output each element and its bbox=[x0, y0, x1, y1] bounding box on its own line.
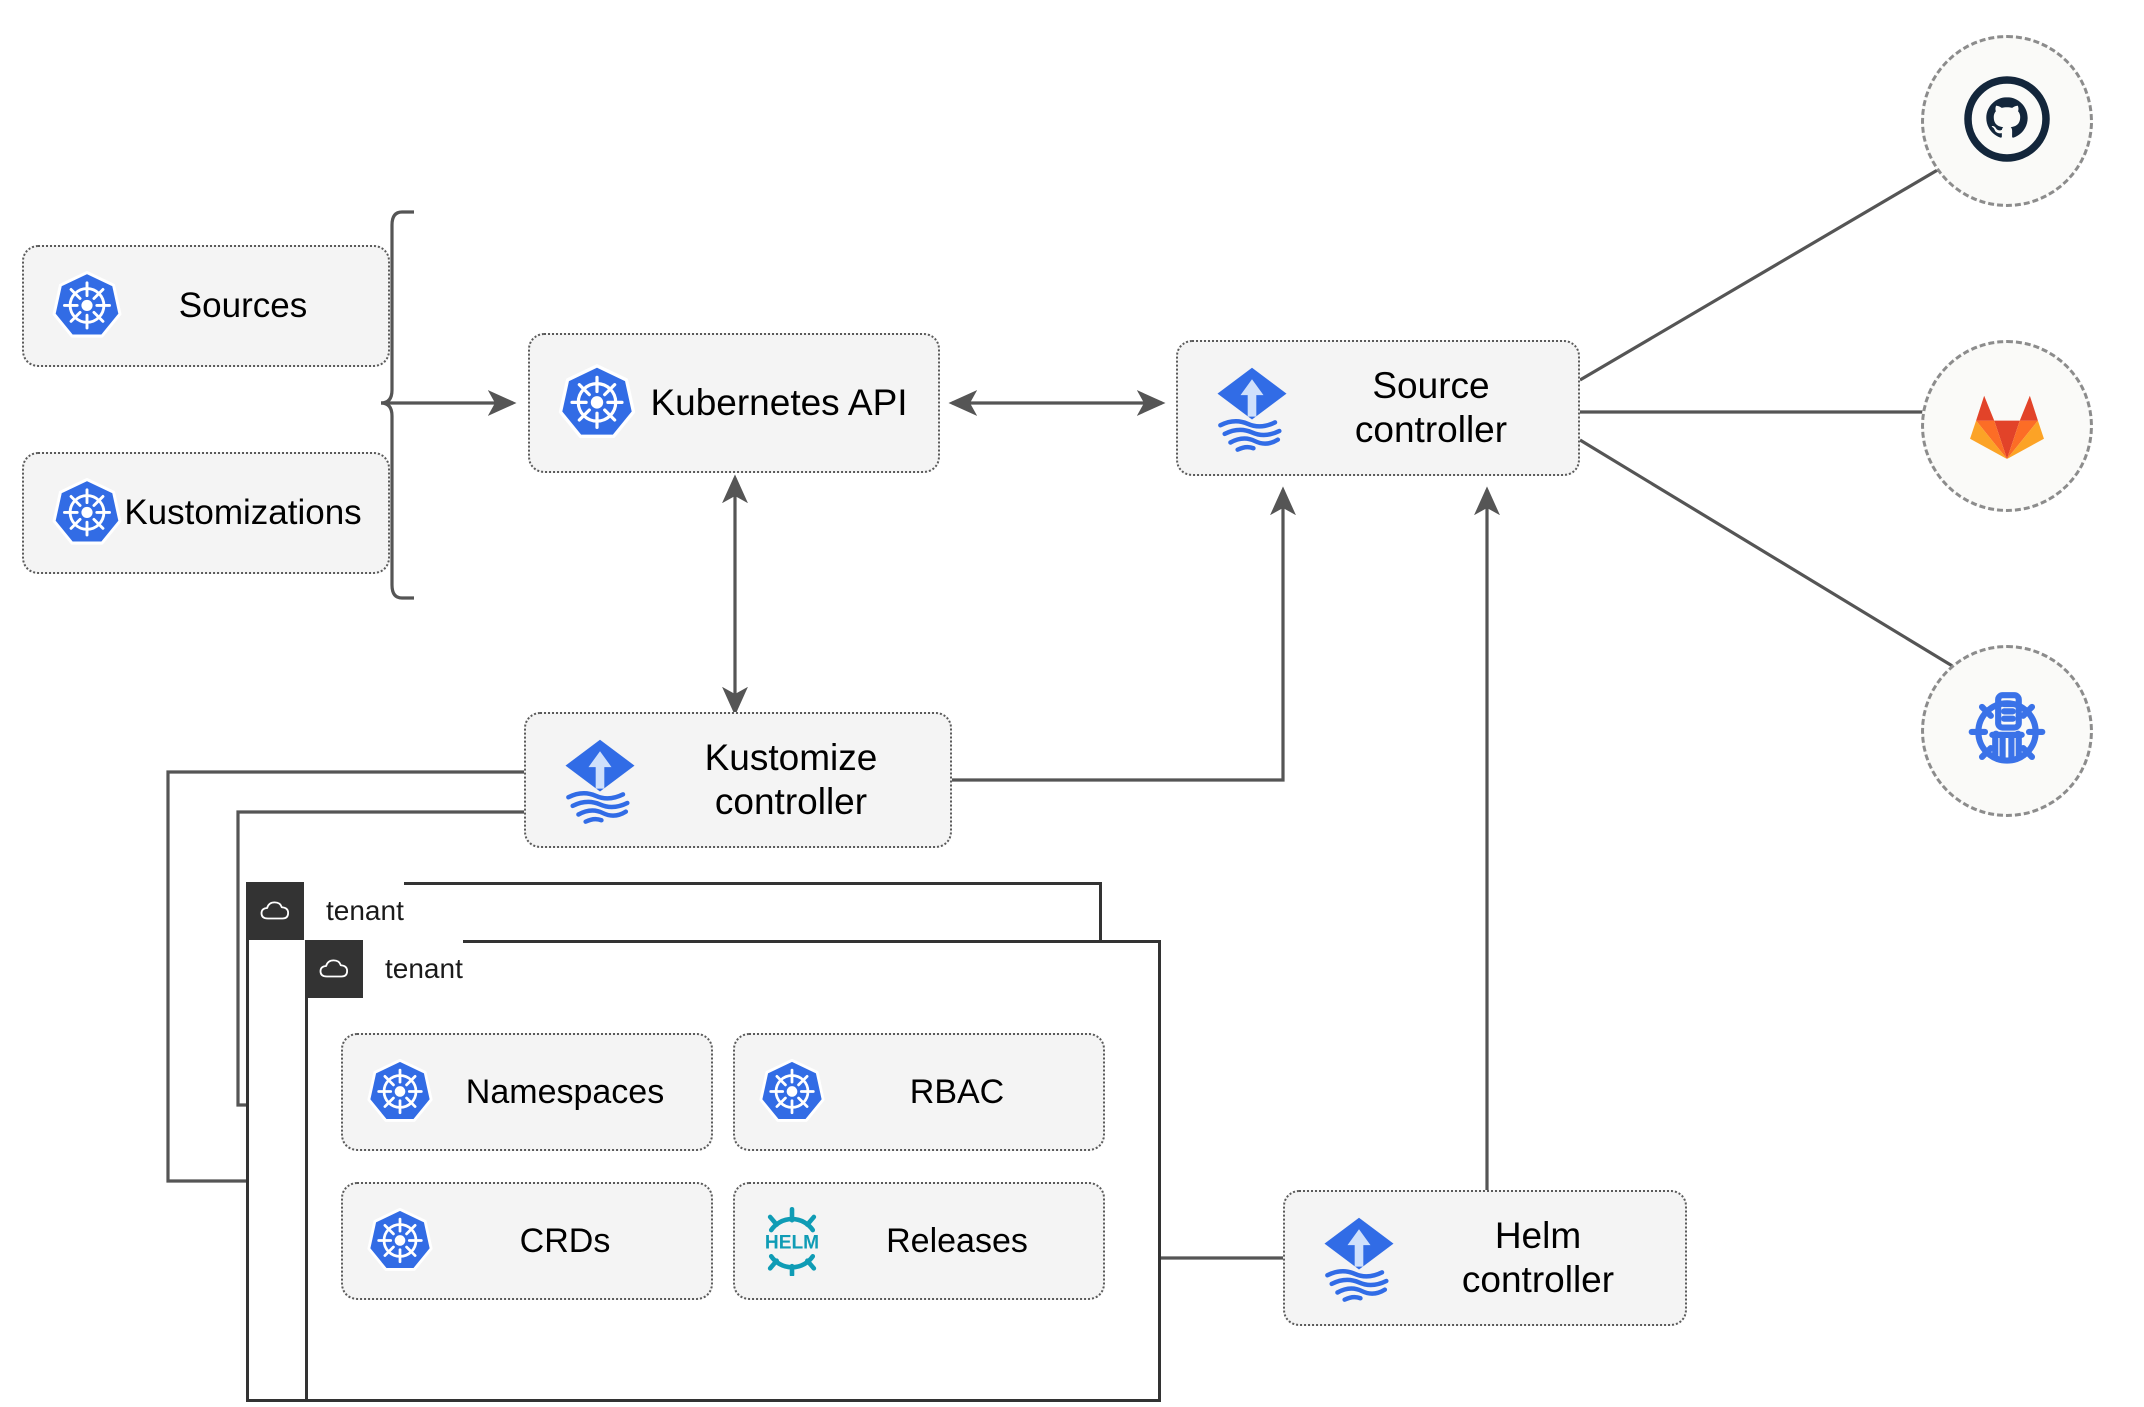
resource-label: RBAC bbox=[909, 1072, 1005, 1111]
node-label: Kustomize controller bbox=[704, 737, 878, 822]
kubernetes-icon bbox=[50, 476, 124, 550]
kubernetes-icon bbox=[556, 362, 638, 444]
kubernetes-icon bbox=[365, 1206, 435, 1276]
node-helm-controller[interactable]: Helm controller bbox=[1283, 1190, 1687, 1326]
resource-box-sources[interactable]: Sources bbox=[22, 245, 390, 367]
flux-icon bbox=[1313, 1212, 1405, 1304]
provider-bucket[interactable] bbox=[1921, 645, 2093, 817]
tenant-header-inner: tenant bbox=[305, 940, 463, 998]
node-kustomize-controller[interactable]: Kustomize controller bbox=[524, 712, 952, 848]
kubernetes-icon bbox=[50, 269, 124, 343]
resource-box-kustomizations[interactable]: Kustomizations bbox=[22, 452, 390, 574]
provider-gitlab[interactable] bbox=[1921, 340, 2093, 512]
gitlab-icon bbox=[1964, 381, 2050, 472]
resource-label: Kustomizations bbox=[124, 493, 362, 533]
resource-label: Namespaces bbox=[465, 1072, 665, 1111]
helm-bucket-icon bbox=[1960, 682, 2054, 781]
resource-label: Sources bbox=[178, 286, 308, 326]
node-kubernetes-api[interactable]: Kubernetes API bbox=[528, 333, 940, 473]
resource-label: CRDs bbox=[519, 1221, 611, 1260]
cloud-icon bbox=[246, 882, 304, 940]
flux-icon bbox=[554, 734, 646, 826]
tenant-name: tenant bbox=[304, 882, 404, 940]
resource-box-rbac[interactable]: RBAC bbox=[733, 1033, 1105, 1151]
kubernetes-icon bbox=[365, 1057, 435, 1127]
resource-box-releases[interactable]: HELM Releases bbox=[733, 1182, 1105, 1300]
node-label: Kubernetes API bbox=[650, 382, 908, 424]
cloud-icon bbox=[305, 940, 363, 998]
node-source-controller[interactable]: Source controller bbox=[1176, 340, 1580, 476]
helm-icon: HELM bbox=[757, 1206, 827, 1276]
kubernetes-icon bbox=[757, 1057, 827, 1127]
flux-icon bbox=[1206, 362, 1298, 454]
github-icon bbox=[1959, 71, 2055, 172]
resource-label: Releases bbox=[886, 1221, 1028, 1260]
tenant-frame-inner[interactable]: tenant bbox=[305, 940, 1161, 1402]
node-label: Helm controller bbox=[1461, 1215, 1615, 1300]
node-label: Source controller bbox=[1354, 365, 1508, 450]
svg-text:HELM: HELM bbox=[765, 1233, 819, 1254]
provider-github[interactable] bbox=[1921, 35, 2093, 207]
tenant-header-outer: tenant bbox=[246, 882, 404, 940]
resource-box-crds[interactable]: CRDs bbox=[341, 1182, 713, 1300]
tenant-name: tenant bbox=[363, 940, 463, 998]
resource-box-namespaces[interactable]: Namespaces bbox=[341, 1033, 713, 1151]
